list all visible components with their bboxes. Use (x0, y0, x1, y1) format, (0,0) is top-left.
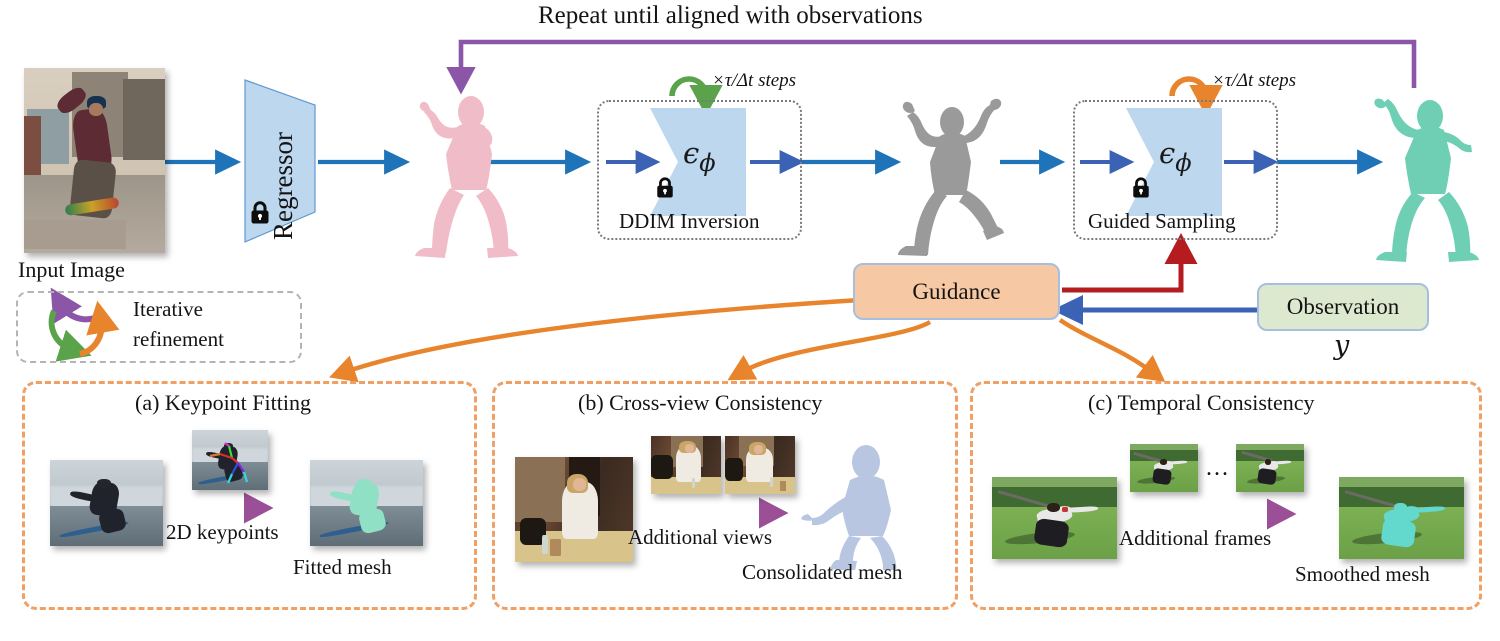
consolidated-mesh (800, 440, 924, 580)
ddim-inversion-caption: DDIM Inversion (619, 209, 760, 233)
phi-glyph: ϕ (699, 149, 716, 177)
noised-mesh (890, 86, 1030, 263)
observation-box[interactable]: Observation (1257, 283, 1429, 331)
observation-label: Observation (1286, 294, 1400, 320)
panel-a-result-label: Fitted mesh (293, 555, 392, 579)
observation-symbol: y (1334, 330, 1350, 361)
lock-icon (1131, 176, 1151, 205)
guidance-to-panel-c-arrow (1058, 318, 1166, 383)
lock-icon (655, 176, 675, 205)
cafe-photo (515, 457, 633, 562)
panel-b (492, 381, 958, 610)
panel-c-title: (c) Temporal Consistency (1088, 390, 1315, 415)
surfer-photo (50, 460, 163, 546)
lock-icon (249, 200, 271, 231)
input-image-photo (24, 68, 165, 253)
javelin-photo (992, 477, 1117, 559)
guided-steps-label: ×τ/Δt steps (1212, 70, 1297, 91)
panel-c-middle-label: Additional frames (1119, 526, 1272, 550)
guidance-to-sampler-arrow (1062, 233, 1198, 293)
regressor-label: Regressor (268, 132, 298, 240)
refined-mesh (1368, 84, 1496, 269)
guidance-box[interactable]: Guidance (853, 263, 1060, 320)
epsilon-glyph: ϵ (683, 136, 700, 170)
surfer-keypoints-photo (192, 430, 268, 490)
cafe-alt-view-photo (725, 436, 795, 494)
legend-label-line2: refinement (133, 327, 224, 351)
panel-a (22, 381, 477, 610)
javelin-smoothed-mesh-photo (1339, 477, 1464, 559)
surfer-fitted-mesh-photo (310, 460, 423, 546)
javelin-frame-photo (1236, 444, 1304, 492)
cafe-alt-view-photo (651, 436, 721, 494)
panel-c-ellipsis: ... (1206, 455, 1230, 481)
guidance-label: Guidance (912, 278, 1001, 304)
panel-c (970, 381, 1482, 610)
panel-c-result-label: Smoothed mesh (1295, 562, 1430, 586)
guidance-to-panel-b-arrow (727, 320, 932, 381)
panel-a-title: (a) Keypoint Fitting (135, 390, 311, 415)
ddim-epsilon-symbol: ϵϕ (683, 136, 716, 177)
panel-b-result-label: Consolidated mesh (742, 560, 903, 584)
javelin-frame-photo (1130, 444, 1198, 492)
phi-glyph: ϕ (1175, 149, 1192, 177)
guidance-to-panel-a-arrow (329, 297, 861, 383)
ddim-loop-icon (669, 76, 723, 117)
ddim-inversion-box (597, 100, 802, 240)
input-image-caption: Input Image (18, 257, 125, 282)
guided-sampling-caption: Guided Sampling (1088, 209, 1236, 233)
panel-a-middle-label: 2D keypoints (166, 520, 279, 544)
panel-b-middle-label: Additional views (628, 525, 773, 549)
regressed-mesh (402, 82, 548, 267)
epsilon-glyph: ϵ (1159, 136, 1176, 170)
guided-loop-icon (1169, 76, 1223, 117)
ddim-steps-label: ×τ/Δt steps (712, 70, 797, 91)
guided-epsilon-symbol: ϵϕ (1159, 136, 1192, 177)
guided-sampling-box (1073, 100, 1278, 240)
legend-label-line1: Iterative (133, 297, 203, 321)
panel-b-title: (b) Cross-view Consistency (578, 390, 823, 415)
repeat-loop-label: Repeat until aligned with observations (538, 2, 923, 29)
iterative-refinement-legend (16, 291, 302, 363)
